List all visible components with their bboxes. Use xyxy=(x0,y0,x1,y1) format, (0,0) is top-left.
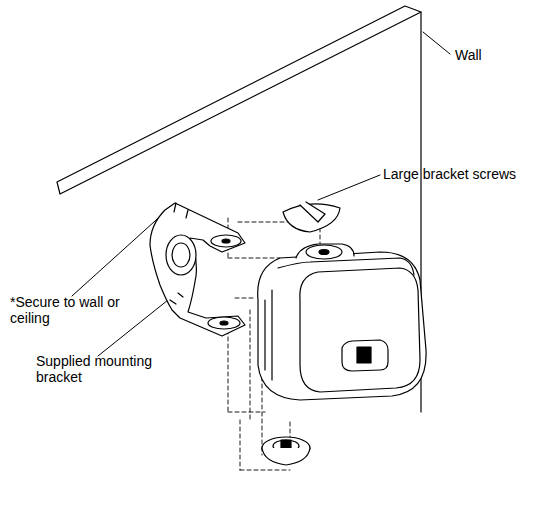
mounting-bracket xyxy=(150,203,245,336)
wall xyxy=(57,6,421,412)
wall-label: Wall xyxy=(455,47,525,63)
bracket-screw xyxy=(283,202,340,232)
note-label: *Secure to wall or ceiling xyxy=(10,294,122,326)
speaker xyxy=(258,244,426,400)
part-label: Large bracket screws xyxy=(383,166,538,182)
bottom-knob xyxy=(262,437,310,465)
part-label: Supplied mounting bracket xyxy=(36,353,156,385)
